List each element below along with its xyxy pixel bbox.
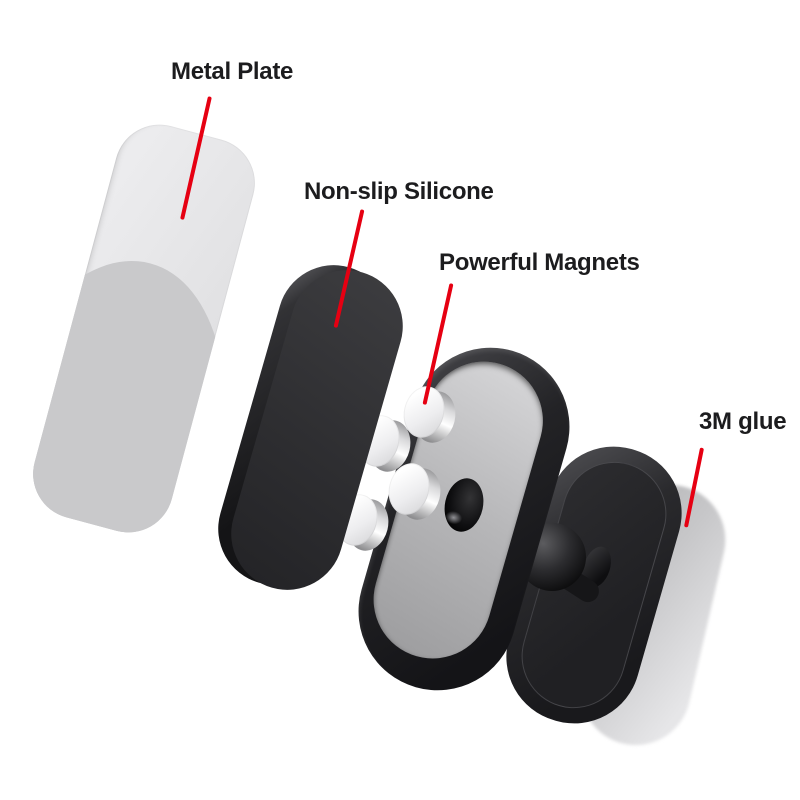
label-powerful-magnets: Powerful Magnets [439,249,640,276]
magnet-right-bottom [383,458,446,525]
magnet-right-top [398,381,461,448]
label-non-slip-silicone: Non-slip Silicone [304,178,494,205]
label-3m-glue: 3M glue [699,408,787,435]
label-metal-plate: Metal Plate [171,58,294,85]
metal-plate [23,114,265,543]
